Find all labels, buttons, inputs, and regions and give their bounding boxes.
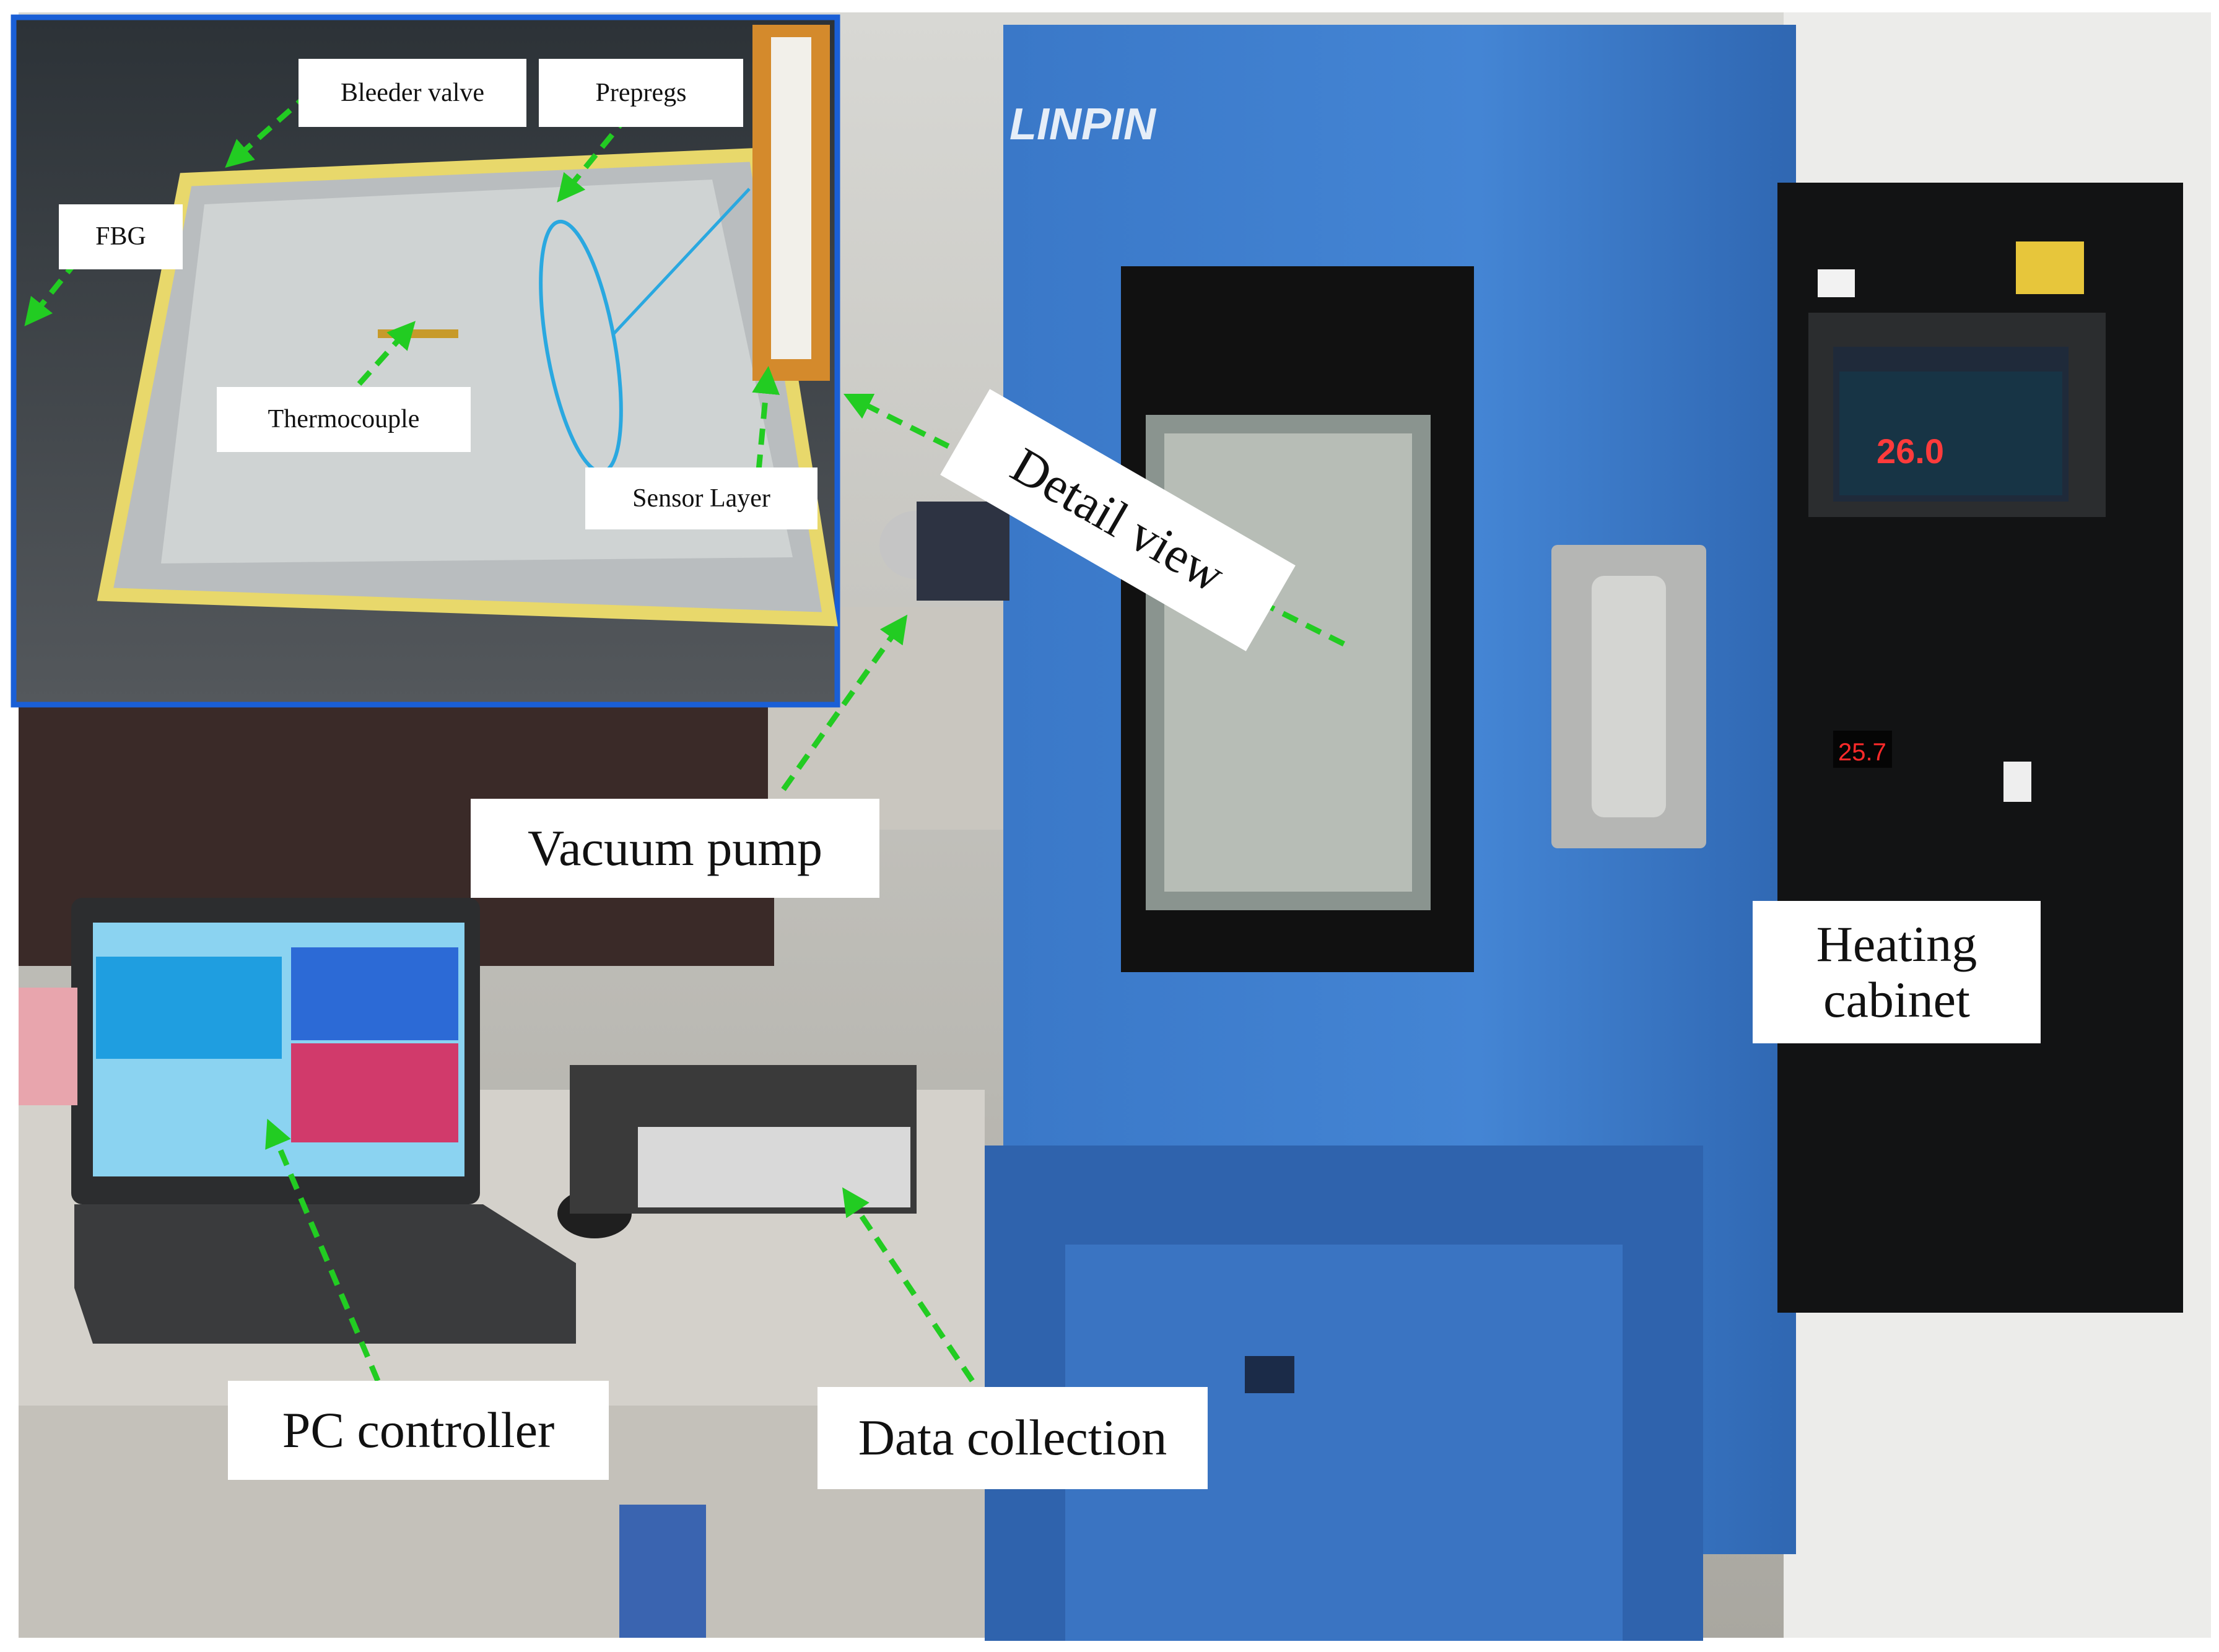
callout-heating-cabinet-line1: Heating — [1816, 915, 1977, 972]
cabinet-brand-text: LINPIN — [1009, 100, 1157, 149]
callout-heating-cabinet-line2: cabinet — [1823, 972, 1970, 1028]
display-temperature: 26.0 — [1877, 432, 1944, 471]
callout-vacuum-pump: Vacuum pump — [471, 799, 879, 898]
callout-heating-cabinet: Heating cabinet — [1753, 901, 2041, 1043]
callout-data-collection: Data collection — [817, 1387, 1208, 1489]
callout-prepregs: Prepregs — [539, 59, 743, 127]
small-meter — [1833, 731, 1892, 768]
callout-thermocouple: Thermocouple — [217, 387, 471, 452]
svg-text:25.7: 25.7 — [1838, 739, 1886, 766]
callout-sensor-layer: Sensor Layer — [585, 467, 817, 529]
callout-pc-controller: PC controller — [228, 1381, 609, 1480]
callout-bleeder-valve: Bleeder valve — [299, 59, 526, 127]
callout-fbg: FBG — [59, 204, 183, 269]
